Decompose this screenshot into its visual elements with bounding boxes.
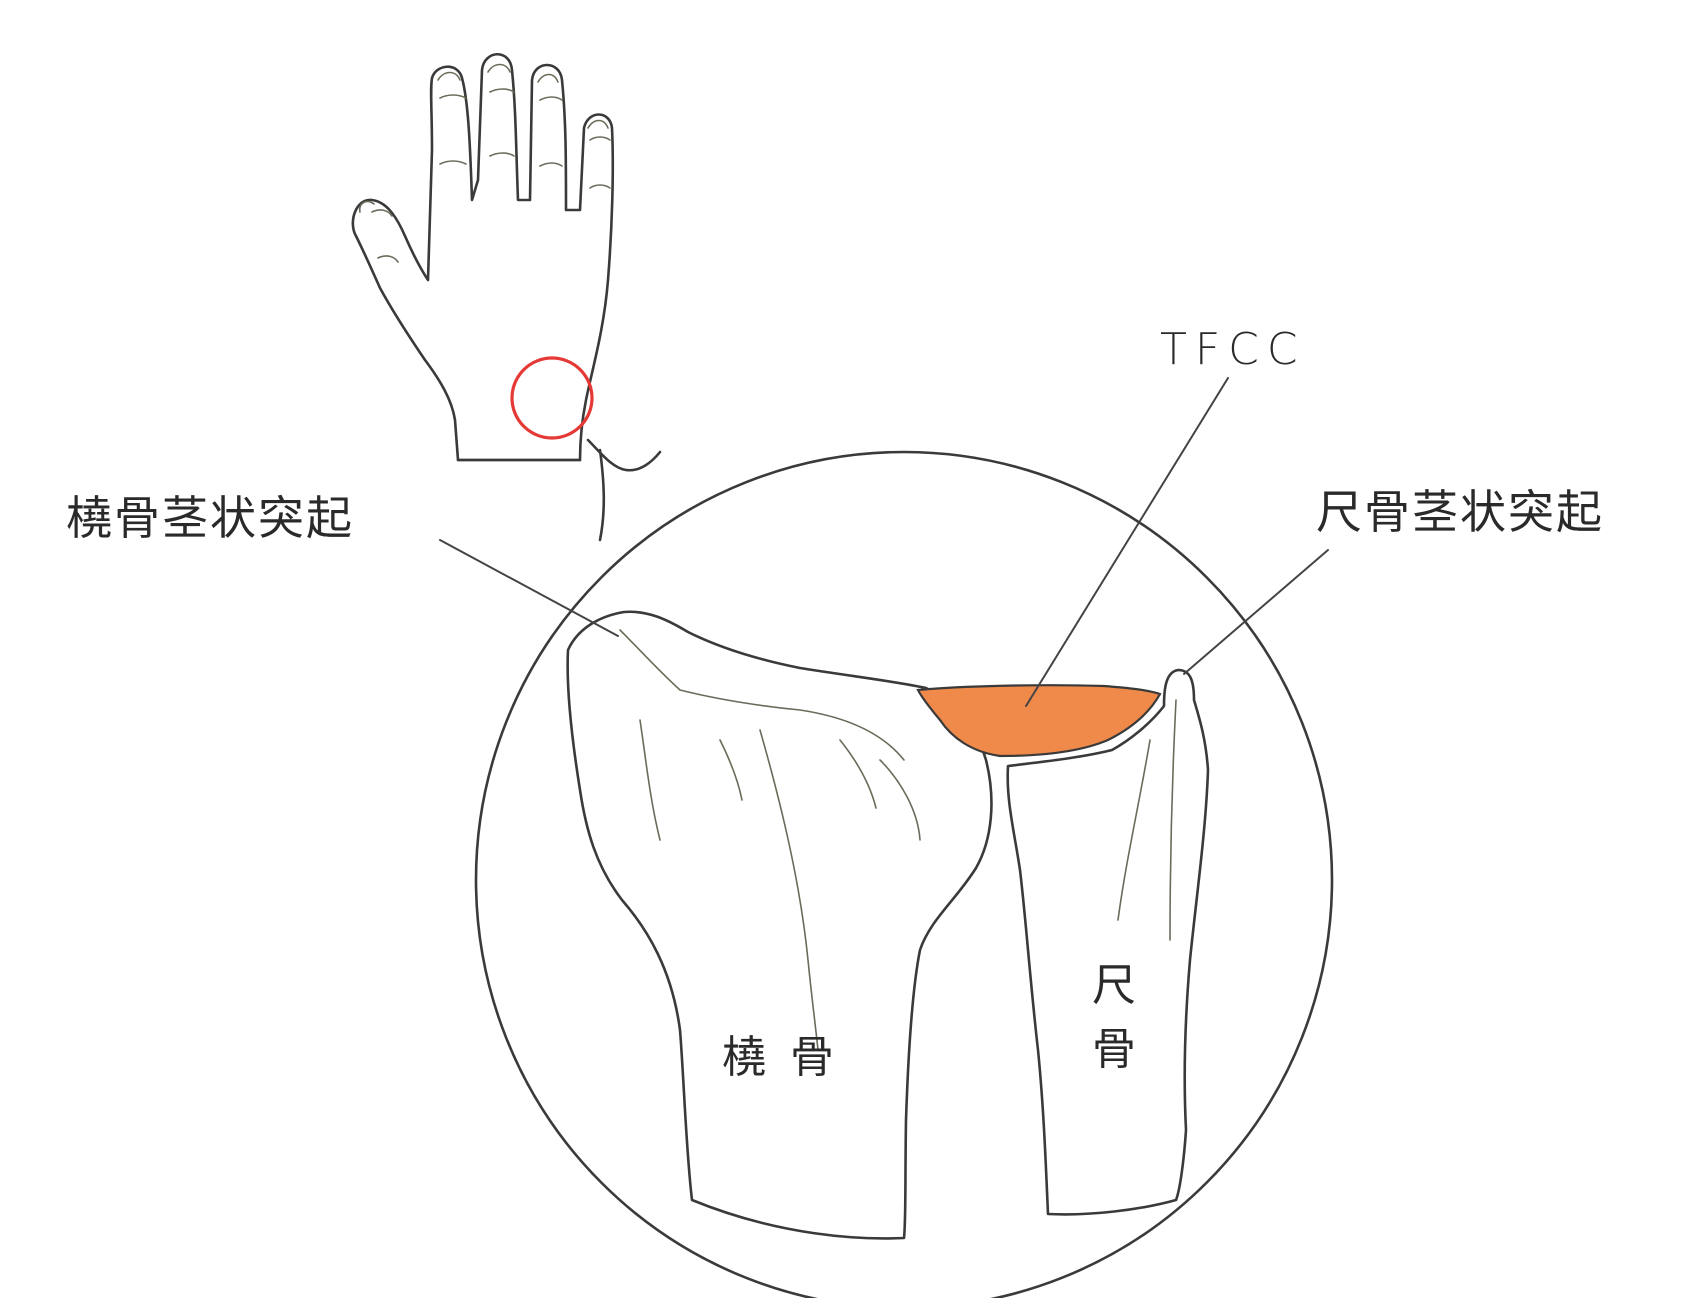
ulna-contour (1117, 739, 1151, 921)
knuckle-crease (377, 255, 399, 263)
radius-contour (759, 729, 819, 1051)
ulna-contour (1169, 699, 1177, 941)
finger-nail (587, 119, 609, 129)
finger-nail (358, 200, 375, 213)
radius-contour (719, 739, 743, 801)
radius-contour (619, 629, 905, 761)
magnifier-connector (586, 438, 662, 472)
radius-contour (879, 759, 921, 841)
finger-nail (437, 71, 461, 81)
knuckle-crease (371, 209, 393, 217)
ulnar-styloid-leader (1183, 549, 1329, 675)
hand-outline (351, 53, 615, 462)
ulna-bone-shape (1006, 668, 1210, 1216)
tfcc-leader (1025, 377, 1229, 707)
knuckle-crease (589, 136, 611, 141)
ulna-bone: 尺 骨 尺骨 (1006, 668, 1210, 1216)
red-circle-marker-icon (510, 356, 594, 440)
knuckle-crease (489, 152, 515, 157)
radial-styloid-label: 橈骨茎状突起 (66, 491, 354, 545)
knuckle-crease (489, 88, 515, 93)
knuckle-crease (589, 184, 611, 189)
ulnar-styloid-label: 尺骨茎状突起 (1316, 485, 1604, 539)
radial-styloid-leader (439, 539, 619, 637)
finger-nail (487, 63, 511, 73)
radius-bone-shape (566, 610, 993, 1240)
tfcc-region (916, 684, 1162, 758)
ulna-bone-label-bottom: 骨 (1092, 1024, 1160, 1075)
hand-dorsal-icon (351, 53, 615, 462)
magnifier-connector-stem (598, 448, 606, 542)
radius-contour (839, 739, 877, 809)
ulna-bone-label-top: 尺 (1092, 960, 1160, 1011)
knuckle-crease (539, 96, 563, 101)
knuckle-crease (439, 94, 467, 99)
radius-bone: 橈骨 (566, 610, 993, 1240)
radius-bone-label: 橈骨 (722, 1032, 858, 1083)
finger-nail (537, 73, 559, 83)
knuckle-crease (439, 160, 467, 165)
magnified-detail-circle (474, 450, 1334, 1298)
tfcc-label: TFCC (1160, 324, 1306, 375)
knuckle-crease (539, 162, 563, 167)
radius-contour (639, 719, 661, 841)
